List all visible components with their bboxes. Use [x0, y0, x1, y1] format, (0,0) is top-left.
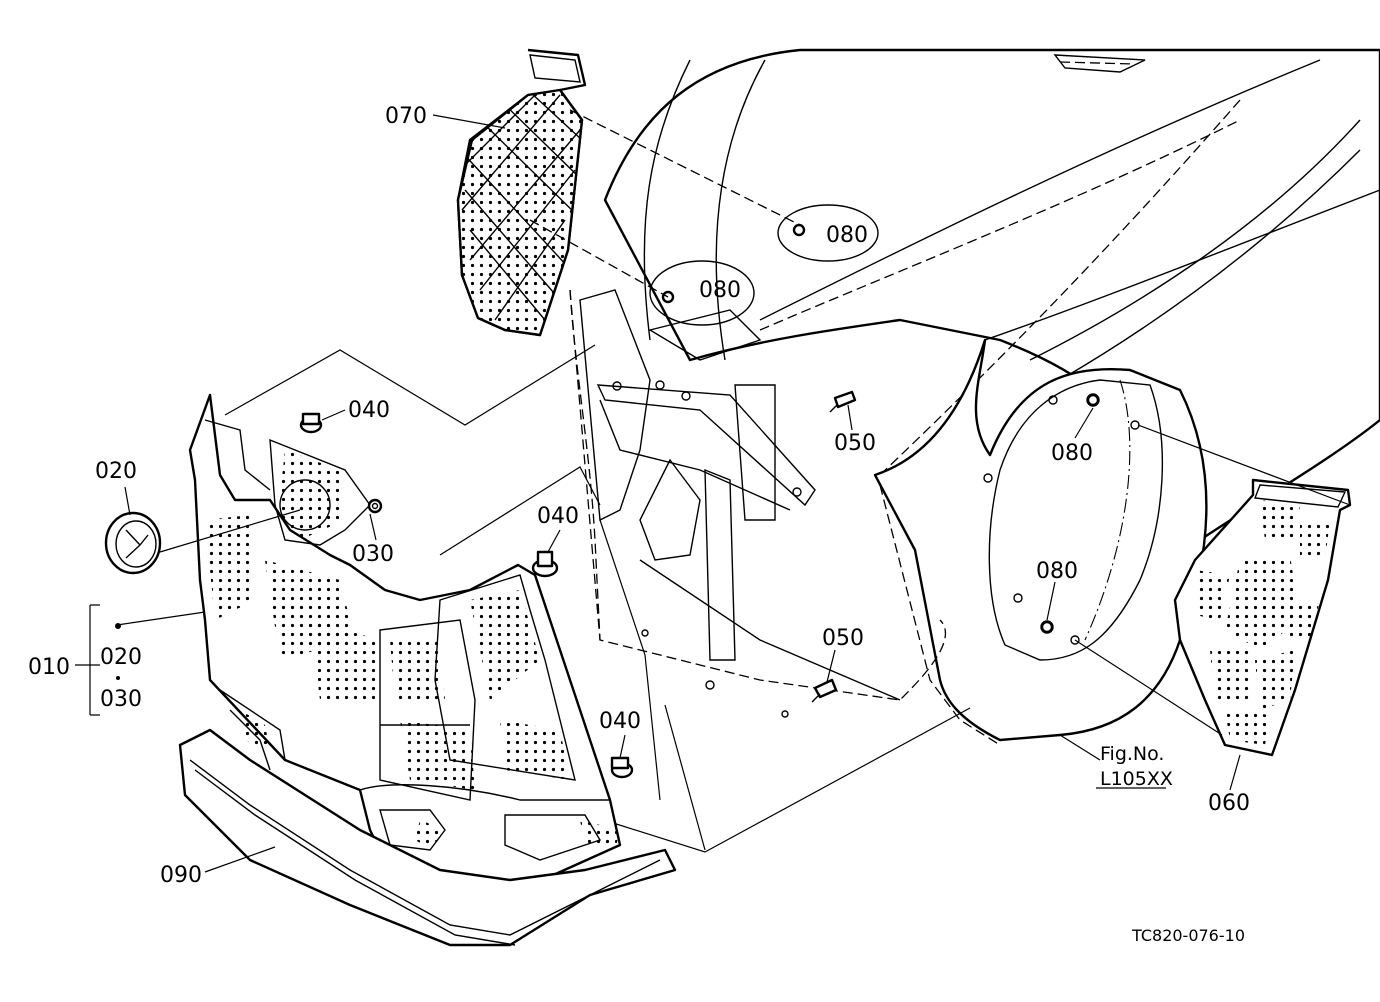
label-010: 010	[28, 655, 70, 680]
label-080-c: 080	[1051, 441, 1093, 466]
front-frame	[569, 289, 947, 718]
label-030-b: 030	[100, 687, 142, 712]
grille-070	[456, 48, 587, 337]
grille-060	[1173, 478, 1352, 757]
label-070: 070	[385, 104, 427, 129]
side-panel	[873, 338, 1208, 746]
label-020-b: 020	[100, 645, 142, 670]
label-020-a: 020	[95, 459, 137, 484]
label-040-a: 040	[348, 398, 390, 423]
fig-reference-line2: L105XX	[1100, 768, 1173, 790]
bolt-050-b	[811, 678, 838, 703]
assembly-lines	[224, 344, 971, 853]
clip-040-a	[299, 412, 323, 434]
label-090: 090	[160, 863, 202, 888]
label-080-d: 080	[1036, 559, 1078, 584]
clip-040-b	[531, 550, 559, 578]
drawing-code: TC820-076-10	[1131, 926, 1245, 945]
label-050-b: 050	[822, 626, 864, 651]
label-040-c: 040	[599, 709, 641, 734]
label-080-a: 080	[826, 223, 868, 248]
nut-030	[367, 498, 383, 514]
label-080-b: 080	[699, 278, 741, 303]
kit-separator-dot	[116, 676, 120, 680]
bolt-050-a	[829, 390, 857, 413]
leader-lines	[75, 109, 1351, 873]
label-040-b: 040	[537, 504, 579, 529]
rubber-strip	[178, 728, 677, 947]
label-060: 060	[1208, 791, 1250, 816]
emblem	[104, 511, 162, 575]
fig-reference-line1: Fig.No.	[1100, 743, 1164, 765]
nut-080-group	[649, 204, 1100, 634]
label-050-a: 050	[834, 431, 876, 456]
label-030-a: 030	[352, 542, 394, 567]
front-grille-assembly	[188, 393, 622, 892]
kit-marker-dot	[115, 623, 121, 629]
clip-040-c	[610, 756, 634, 779]
